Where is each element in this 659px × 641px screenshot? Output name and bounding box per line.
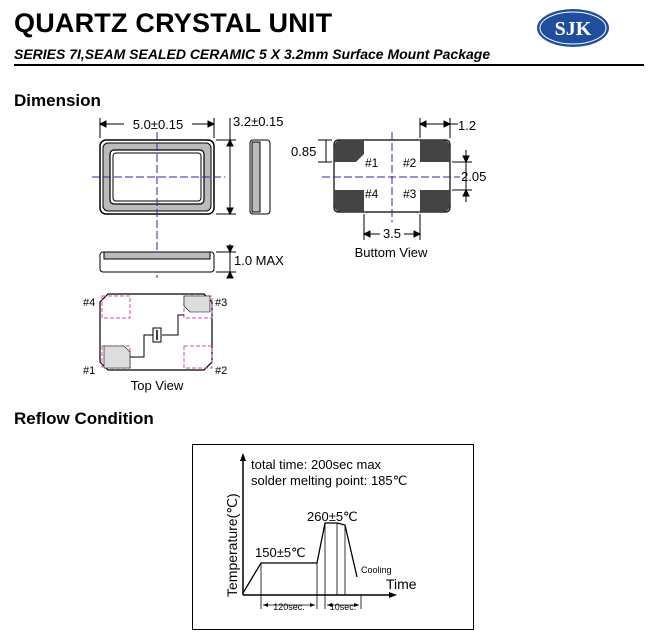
top-pin-2: #2 <box>215 365 227 377</box>
page-subtitle: SERIES 7I,SEAM SEALED CERAMIC 5 X 3.2mm … <box>14 46 491 62</box>
sjk-logo: SJK <box>537 9 609 47</box>
height-view <box>99 244 236 279</box>
pad-2 <box>420 140 450 162</box>
pad-gap-vertical: 2.05 <box>461 169 486 184</box>
preheat-temperature-label: 150±5℃ <box>255 545 306 560</box>
bottom-view-label: Buttom View <box>355 245 428 260</box>
page-title: QUARTZ CRYSTAL UNIT <box>14 8 333 38</box>
bottom-pin-2: #2 <box>403 156 417 170</box>
top-view <box>99 293 213 371</box>
height-dimension: 1.0 MAX <box>234 253 284 268</box>
total-time-note: total time: 200sec max <box>251 457 382 472</box>
logo-text: SJK <box>555 18 592 40</box>
pad-width-dimension: 1.2 <box>458 118 476 133</box>
pad-4 <box>334 190 364 212</box>
pad-height-dimension: 0.85 <box>291 144 316 159</box>
bottom-view <box>322 132 460 222</box>
dimension-section-title: Dimension <box>14 91 101 110</box>
bottom-pin-3: #3 <box>403 187 417 201</box>
pad-3 <box>420 190 450 212</box>
preheat-time: 120sec. <box>273 602 305 612</box>
cooling-label: Cooling <box>361 565 392 575</box>
peak-temperature-label: 260±5℃ <box>307 509 358 524</box>
top-view-label: Top View <box>131 378 184 393</box>
logo-oval <box>537 9 609 47</box>
top-pin-3: #3 <box>215 297 227 309</box>
reflow-profile-box: 120sec. 10sec. total time: 200sec max so… <box>192 444 474 630</box>
header-rule <box>14 64 644 66</box>
bottom-pin-4: #4 <box>365 187 379 201</box>
peak-time: 10sec. <box>330 602 357 612</box>
x-axis-label: Time <box>386 576 417 592</box>
width-dimension: 3.2±0.15 <box>233 114 284 129</box>
reflow-section-title: Reflow Condition <box>14 409 154 428</box>
pad-gap-horizontal: 3.5 <box>383 226 401 241</box>
bottom-pin-1: #1 <box>365 156 379 170</box>
side-view <box>249 139 271 215</box>
pad-1 <box>334 140 364 162</box>
melting-point-note: solder melting point: 185℃ <box>251 473 407 488</box>
length-dimension: 5.0±0.15 <box>133 117 184 132</box>
top-pin-1: #1 <box>83 365 95 377</box>
reflow-profile-chart: 120sec. 10sec. total time: 200sec max so… <box>224 453 417 612</box>
top-pin-4: #4 <box>83 297 95 309</box>
y-axis-label: Temperature(℃) <box>224 493 240 597</box>
